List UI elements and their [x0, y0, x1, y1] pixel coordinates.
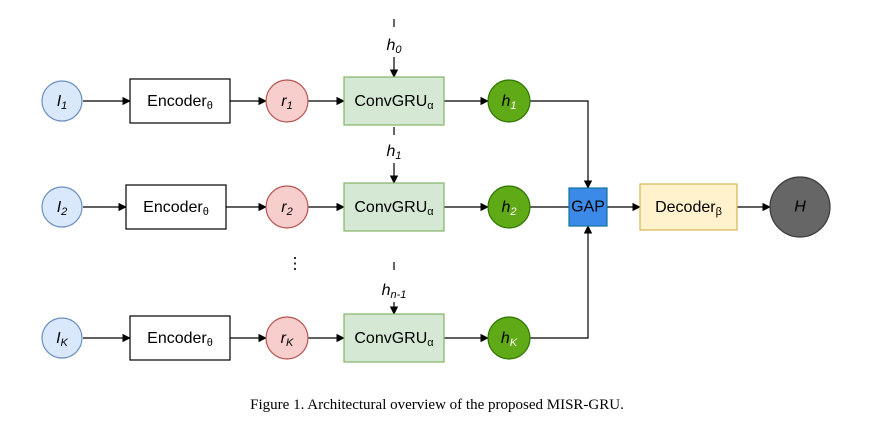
encoder-label-1: Encoderθ	[147, 93, 213, 113]
arrow-h1-to-gap	[530, 100, 593, 189]
hidden-state-label-2: h1	[386, 143, 401, 163]
connection-arrows	[83, 19, 771, 343]
convgru-label-3: ConvGRUα	[354, 330, 434, 350]
figure-caption: Figure 1. Architectural overview of the …	[250, 397, 624, 413]
hidden-label-3: hK	[501, 330, 518, 350]
convgru-box-2	[343, 182, 445, 232]
output-label: H	[794, 199, 806, 216]
hidden-node-1	[487, 79, 531, 123]
hidden-node-3	[487, 316, 531, 360]
arrow-hk-to-gap	[530, 225, 593, 339]
representation-label-1: r1	[281, 93, 292, 113]
representation-label-3: rK	[281, 330, 294, 350]
hidden-label-1: h1	[501, 93, 516, 113]
representation-label-2: r2	[281, 199, 292, 219]
input-image-label-2: I2	[57, 199, 68, 219]
representation-node-3	[265, 316, 309, 360]
convgru-label-1: ConvGRUα	[354, 93, 434, 113]
hidden-label-2: h2	[501, 199, 516, 219]
input-image-node-2	[41, 186, 83, 228]
encoder-box-3	[129, 315, 231, 361]
encoder-box-1	[129, 78, 231, 124]
gap-box	[568, 187, 608, 227]
decoder-label: Decoderβ	[655, 199, 722, 219]
input-image-node-3	[41, 317, 83, 359]
encoder-box-2	[125, 184, 227, 230]
encoder-label-2: Encoderθ	[143, 199, 209, 219]
hidden-state-label-1: h0	[386, 37, 402, 57]
input-image-node-1	[41, 80, 83, 122]
ellipsis-dots: ⋮	[287, 256, 303, 273]
convgru-label-2: ConvGRUα	[354, 199, 434, 219]
input-image-label-3: IK	[56, 330, 68, 350]
convgru-box-1	[343, 76, 445, 126]
input-image-label-1: I1	[57, 93, 68, 113]
gap-label: GAP	[571, 199, 605, 216]
convgru-box-3	[343, 313, 445, 363]
hidden-node-2	[487, 185, 531, 229]
decoder-box	[639, 183, 738, 231]
hidden-state-label-3: hn-1	[382, 282, 407, 302]
output-node	[769, 176, 831, 238]
representation-node-1	[265, 79, 309, 123]
encoder-label-3: Encoderθ	[147, 330, 213, 350]
representation-node-2	[265, 185, 309, 229]
